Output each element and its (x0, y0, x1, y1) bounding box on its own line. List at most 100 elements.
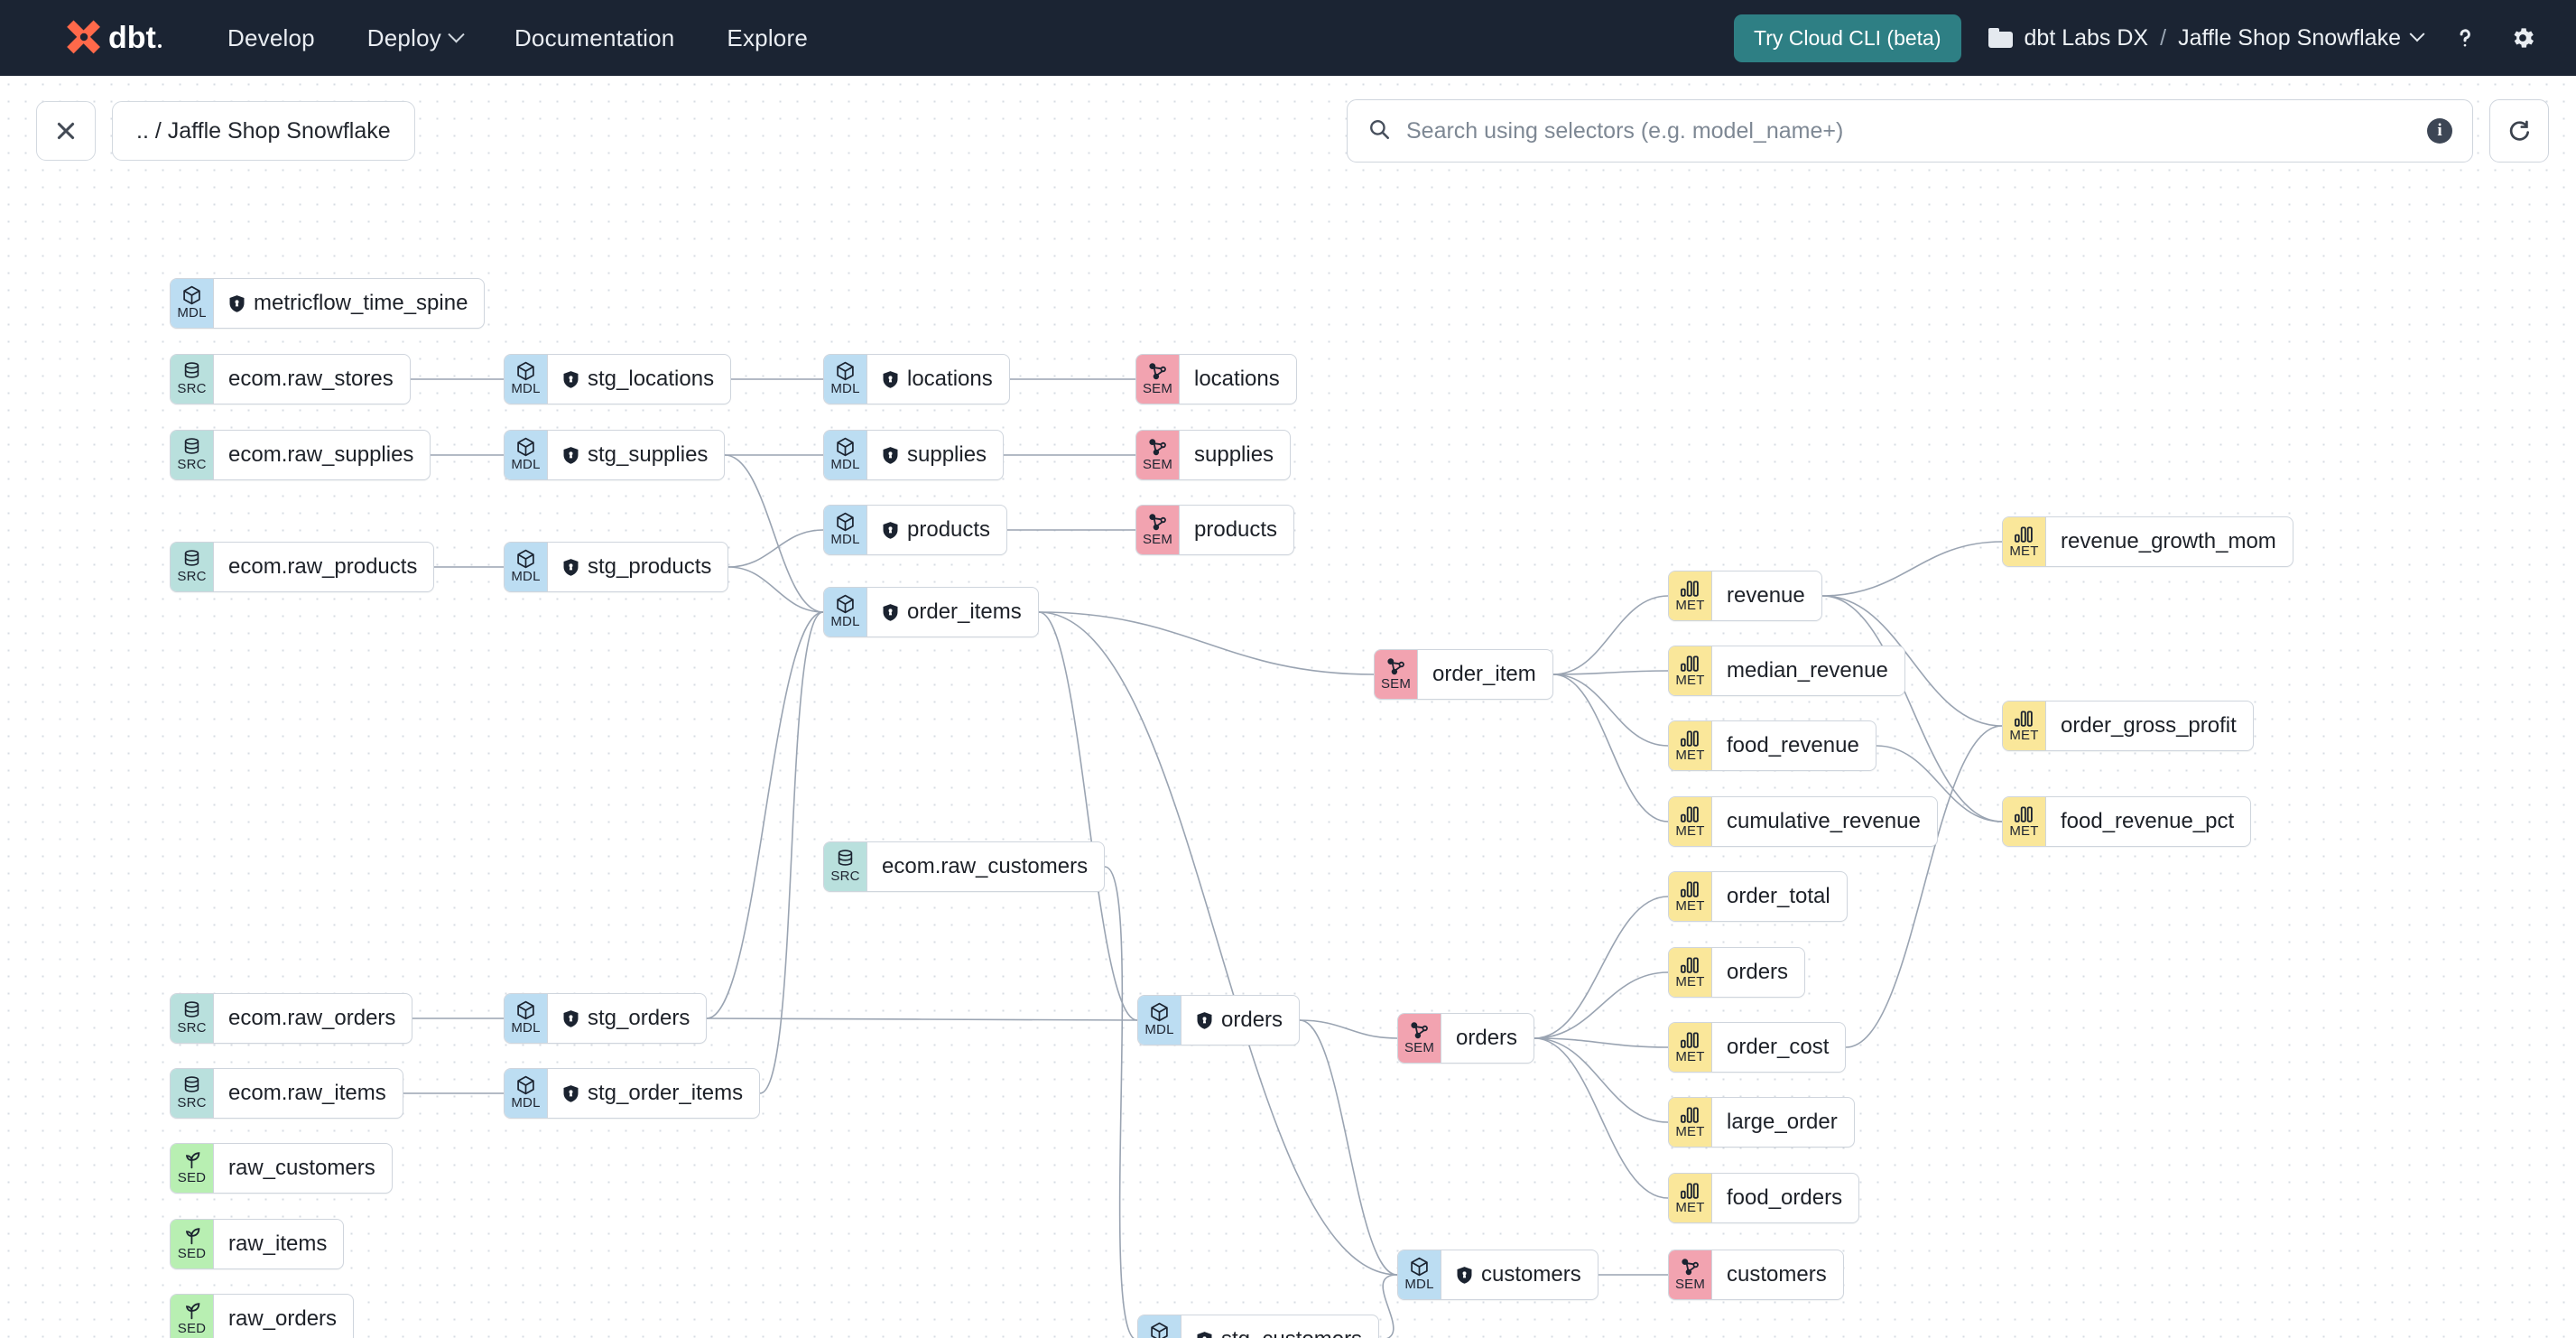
node-type-label: SRC (177, 457, 207, 472)
cube-icon (514, 437, 537, 458)
bar-chart-icon (1679, 1181, 1701, 1201)
graph-node-stg_products[interactable]: MDL stg_products (504, 542, 729, 592)
graph-edge (1534, 896, 1669, 1039)
bar-chart-icon (2013, 709, 2035, 729)
node-type-badge-sem: SEM (1375, 650, 1418, 699)
node-name: orders (1727, 960, 1789, 984)
breadcrumb[interactable]: .. / Jaffle Shop Snowflake (112, 101, 415, 161)
node-type-label: MET (1675, 673, 1705, 688)
node-type-label: MET (1675, 1200, 1705, 1215)
node-type-label: MET (1675, 1124, 1705, 1139)
node-type-badge-mdl: MDL (505, 431, 548, 479)
node-type-label: SEM (1142, 532, 1173, 547)
node-type-badge-src: SRC (171, 431, 214, 479)
info-icon[interactable]: i (2427, 118, 2452, 144)
node-type-label: SEM (1142, 457, 1173, 472)
close-button[interactable] (36, 101, 96, 161)
node-type-label: MDL (511, 569, 541, 584)
node-type-badge-mdl: MDL (824, 506, 867, 554)
try-cloud-cli-button[interactable]: Try Cloud CLI (beta) (1734, 14, 1961, 62)
node-name: raw_customers (228, 1156, 375, 1180)
search-input[interactable] (1406, 117, 2412, 144)
account-breadcrumb: dbt Labs DX / Jaffle Shop Snowflake (1988, 24, 2425, 51)
node-label-wrap: raw_customers (214, 1144, 392, 1193)
node-label-wrap: orders (1441, 1014, 1534, 1063)
nav-link-documentation[interactable]: Documentation (514, 24, 674, 52)
graph-edge (1038, 611, 1398, 1276)
cube-icon (834, 594, 857, 615)
account-name[interactable]: dbt Labs DX (2024, 24, 2149, 51)
nav-link-explore[interactable]: Explore (727, 24, 808, 52)
graph-edge (1552, 674, 1669, 822)
help-icon[interactable] (2450, 23, 2480, 53)
node-name: ecom.raw_products (228, 554, 418, 579)
refresh-button[interactable] (2489, 99, 2549, 163)
node-label-wrap: stg_products (548, 543, 727, 591)
shield-icon (1196, 1331, 1213, 1338)
cube-icon (1148, 1002, 1171, 1023)
database-icon (835, 850, 856, 869)
node-type-label: MDL (511, 1095, 541, 1110)
node-label-wrap: orders (1712, 948, 1804, 997)
graph-edge (724, 454, 824, 613)
cube-icon (1408, 1257, 1431, 1278)
node-name: stg_customers (1221, 1327, 1362, 1338)
nav-link-explore-label: Explore (727, 23, 808, 51)
gear-icon[interactable] (2507, 23, 2538, 53)
nav-link-develop[interactable]: Develop (227, 24, 315, 52)
dbt-logo-icon[interactable]: dbt (63, 16, 164, 60)
node-type-label: SRC (177, 1020, 207, 1036)
nav-link-deploy[interactable]: Deploy (367, 24, 465, 52)
project-selector[interactable]: Jaffle Shop Snowflake (2178, 25, 2425, 51)
lineage-canvas[interactable]: .. / Jaffle Shop Snowflake i MDLmetricfl… (0, 76, 2576, 1338)
graph-icon (1146, 438, 1169, 458)
node-type-badge-mdl: MDL (505, 994, 548, 1043)
node-name: orders (1221, 1008, 1283, 1032)
graph-edge (1845, 725, 2003, 1048)
node-type-label: MET (1675, 748, 1705, 763)
node-name: ecom.raw_items (228, 1081, 386, 1105)
folder-icon (1988, 28, 2013, 48)
breadcrumb-label: .. / Jaffle Shop Snowflake (136, 117, 391, 144)
search-bar[interactable]: i (1347, 99, 2473, 163)
